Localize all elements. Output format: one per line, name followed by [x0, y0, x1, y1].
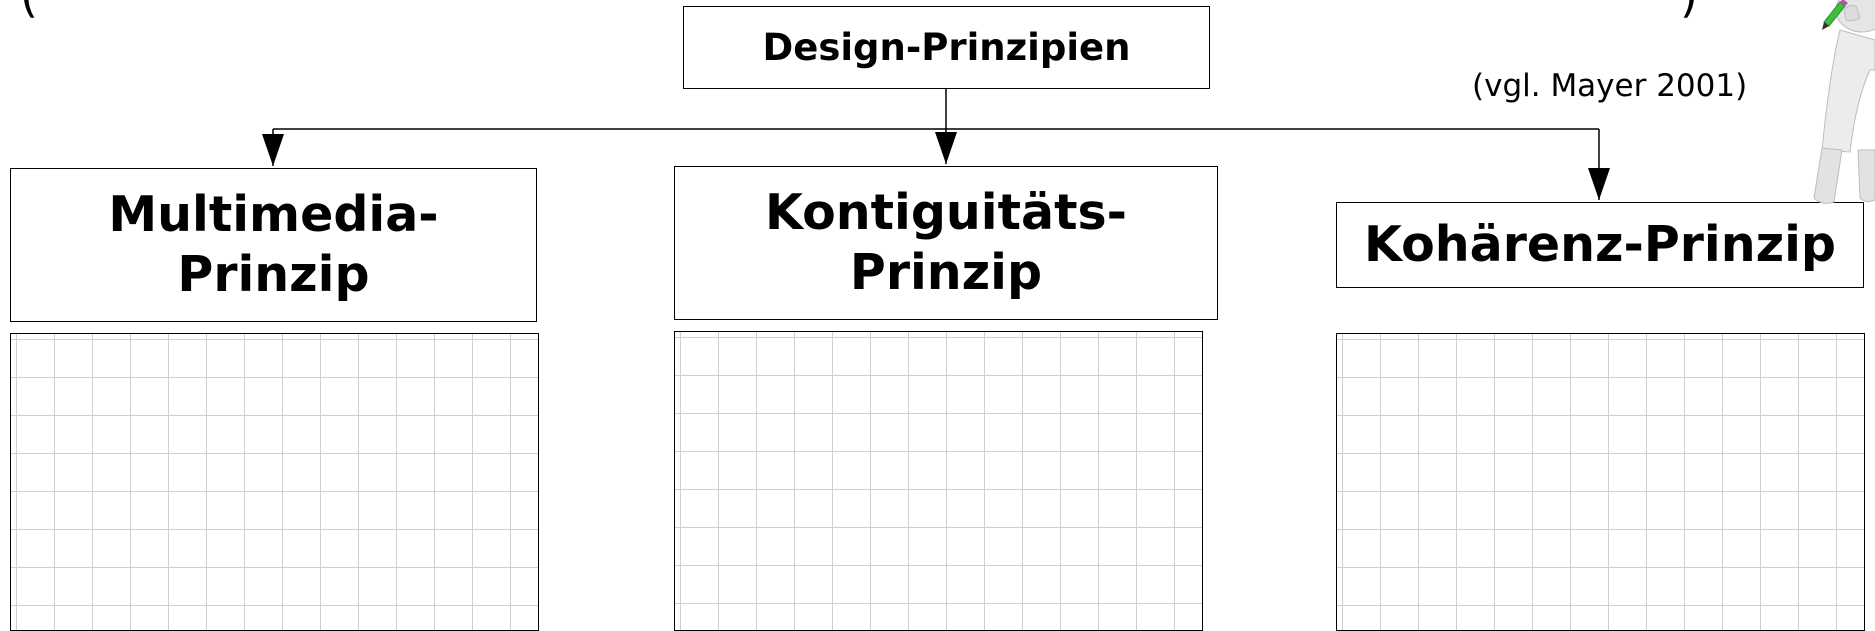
clipped-header-text: ( ): [20, 0, 1720, 19]
grid-notes-area-multimedia[interactable]: [10, 333, 539, 631]
principle-label-line1: Multimedia-: [108, 186, 439, 243]
citation-text: (vgl. Mayer 2001): [1472, 68, 1748, 104]
pen-icon: [1822, 0, 1848, 30]
grid-notes-area-kontiguitaet[interactable]: [674, 331, 1203, 631]
header-paren-close: ): [1680, 0, 1698, 19]
header-paren-open: (: [20, 0, 38, 19]
principle-label-line1: Kontiguitäts-: [764, 184, 1128, 241]
principle-label-line1: Kohärenz-Prinzip: [1363, 216, 1836, 273]
principle-label-line2: Prinzip: [849, 244, 1043, 301]
principle-box-multimedia: Multimedia- Prinzip: [10, 168, 537, 322]
thinking-figure-icon: [1813, 0, 1875, 204]
arrowhead-multimedia: [262, 134, 284, 166]
principle-box-kohaerenz: Kohärenz-Prinzip: [1336, 202, 1864, 288]
root-node-label: Design-Prinzipien: [762, 26, 1131, 69]
arrowhead-kohaerenz: [1588, 168, 1610, 200]
principle-box-kontiguitaet: Kontiguitäts- Prinzip: [674, 166, 1218, 320]
principle-label-line2: Prinzip: [177, 246, 370, 303]
arrowhead-kontiguitaet: [935, 132, 957, 164]
grid-notes-area-kohaerenz[interactable]: [1336, 333, 1865, 631]
root-node-design-prinzipien: Design-Prinzipien: [683, 6, 1210, 89]
